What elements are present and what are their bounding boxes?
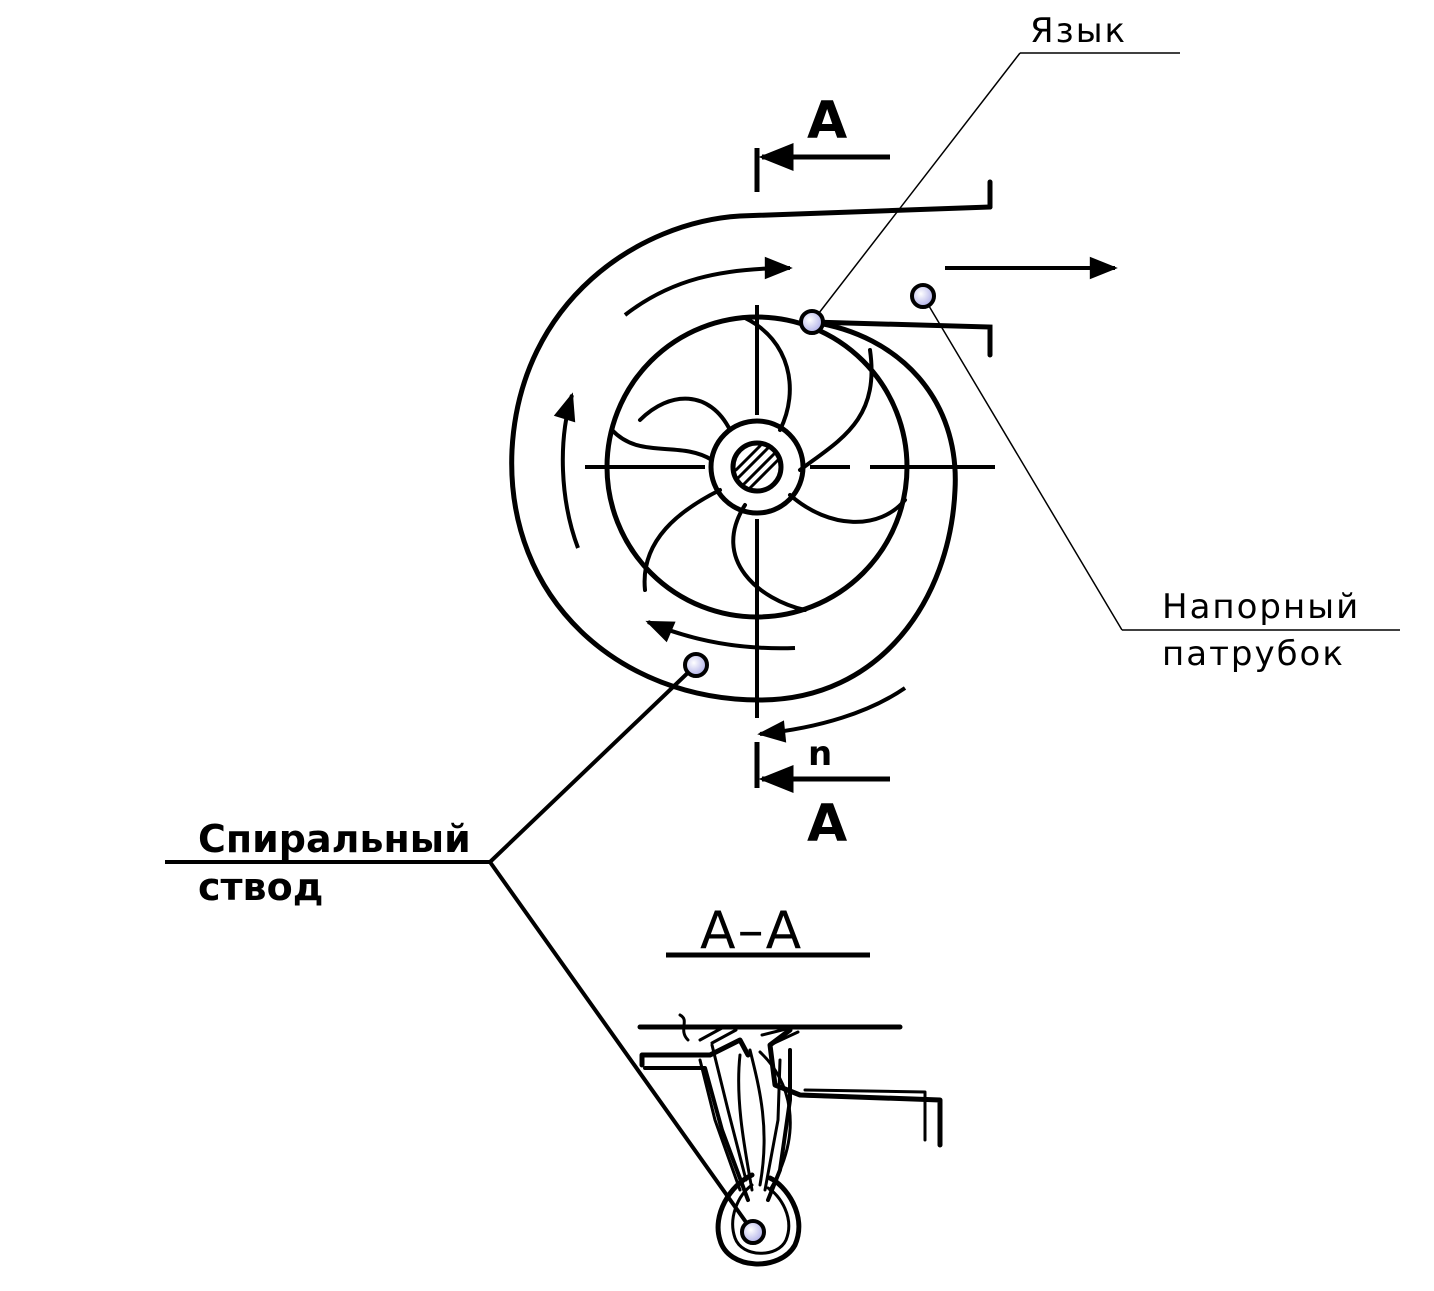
volute-casing [509, 179, 993, 703]
marker-volute-section [740, 1219, 766, 1245]
marker-tongue [799, 309, 825, 335]
rotation-arrow [757, 686, 907, 743]
impeller-blades [610, 316, 907, 612]
marker-volute [683, 652, 709, 678]
hub-ring [708, 418, 806, 516]
outlet-label-line1: Напорный [1162, 587, 1360, 627]
center-lines [585, 305, 995, 718]
section-view-title: А–А [700, 901, 803, 961]
section-label-bottom: А [807, 794, 847, 854]
callout-markers [683, 283, 936, 1245]
rotation-label: n [808, 734, 832, 774]
shaft [730, 440, 784, 494]
leader-outlet [922, 295, 1400, 631]
leader-tongue [811, 52, 1180, 323]
flow-arrows [553, 256, 1118, 651]
tongue-label: Язык [1030, 11, 1127, 51]
marker-outlet [910, 283, 936, 309]
section-view-drawing [637, 1013, 943, 1267]
section-cut-bottom [754, 742, 890, 793]
outlet-label-line2: патрубок [1162, 634, 1345, 674]
volute-label-line2: ствод [198, 865, 323, 909]
section-cut-top [754, 143, 890, 192]
section-label-top: А [807, 91, 847, 151]
volute-label-line1: Спиральный [198, 817, 471, 861]
shaft-hatch [734, 444, 782, 492]
leader-volute [165, 663, 755, 1234]
